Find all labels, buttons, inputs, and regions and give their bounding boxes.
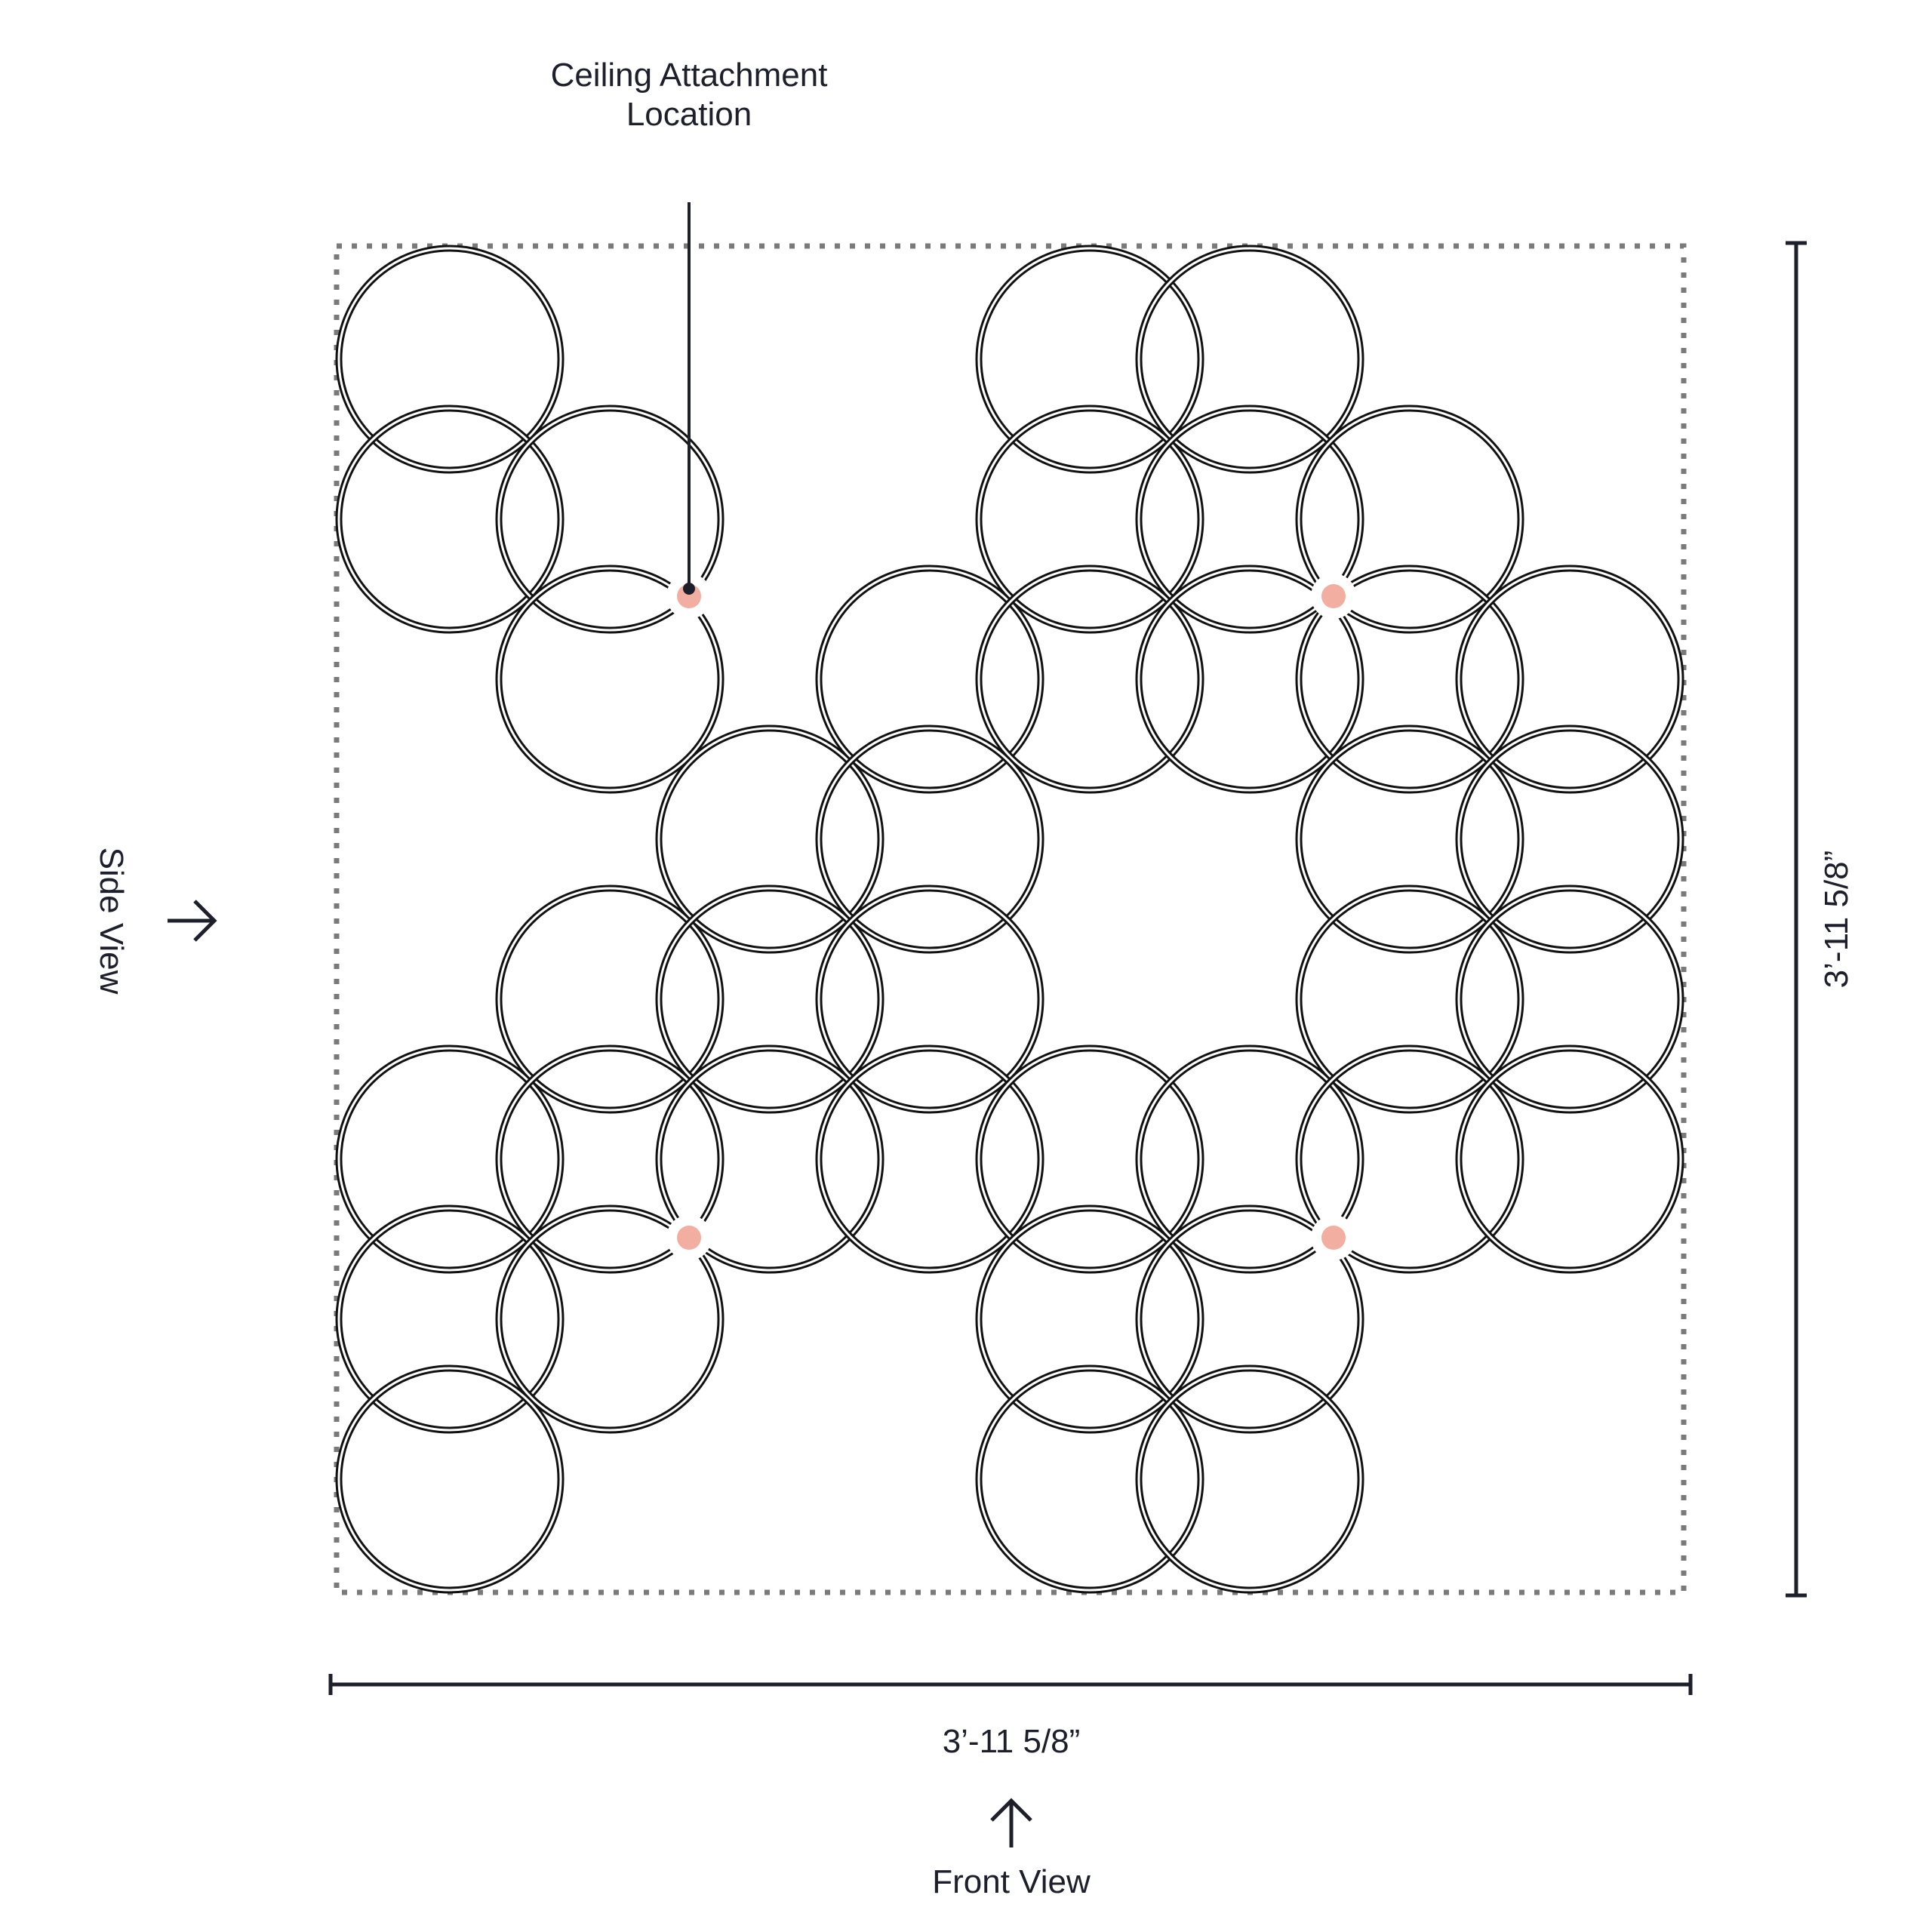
ring-highlight bbox=[977, 1047, 1202, 1272]
attachment-callout: Ceiling Attachment Location bbox=[551, 57, 828, 595]
width-dimension-label: 3’-11 5/8” bbox=[943, 1723, 1081, 1760]
ring-highlight bbox=[1137, 1047, 1362, 1272]
height-dimension: 3’-11 5/8” bbox=[1786, 241, 1855, 1598]
width-dimension: 3’-11 5/8” bbox=[328, 1674, 1693, 1760]
ring-highlight bbox=[657, 727, 882, 952]
ring-highlight bbox=[1297, 1047, 1522, 1272]
ring-highlight bbox=[337, 247, 562, 472]
ring-highlight bbox=[817, 567, 1042, 792]
ring-highlight bbox=[1137, 407, 1362, 632]
attachment-point bbox=[1321, 584, 1346, 608]
callout-label-line2: Location bbox=[626, 96, 752, 133]
ring-highlight bbox=[977, 1207, 1202, 1432]
front-view-label: Front View bbox=[932, 1863, 1091, 1900]
arrow-right-icon bbox=[168, 900, 217, 942]
front-view-indicator: Front View bbox=[932, 1798, 1091, 1900]
ring-highlight bbox=[1457, 727, 1682, 952]
ring-highlight bbox=[1457, 887, 1682, 1112]
ring-highlight bbox=[977, 1367, 1202, 1592]
side-view-indicator: Side View bbox=[93, 848, 217, 995]
ring-highlight bbox=[977, 567, 1202, 792]
ring-highlight bbox=[497, 1047, 722, 1272]
ring-highlight bbox=[817, 727, 1042, 952]
ring-highlight bbox=[497, 407, 722, 632]
attachment-point bbox=[677, 584, 701, 608]
callout-label-line1: Ceiling Attachment bbox=[551, 57, 828, 94]
callout-dot bbox=[683, 583, 695, 595]
arrow-up-icon bbox=[990, 1798, 1032, 1847]
ring-highlight bbox=[977, 407, 1202, 632]
ring-highlight bbox=[497, 887, 722, 1112]
ring-array bbox=[335, 245, 1684, 1594]
ring-highlight bbox=[1137, 1367, 1362, 1592]
ring-highlight bbox=[497, 567, 722, 792]
ring-highlight bbox=[337, 1047, 562, 1272]
ring-highlight bbox=[1297, 887, 1522, 1112]
ring-highlight bbox=[1137, 1207, 1362, 1432]
ring-highlight bbox=[1457, 1047, 1682, 1272]
ring-highlight bbox=[817, 1047, 1042, 1272]
ring-highlight bbox=[1137, 247, 1362, 472]
ring-highlight bbox=[657, 1047, 882, 1272]
ring-highlight bbox=[1137, 567, 1362, 792]
side-view-label: Side View bbox=[93, 848, 130, 995]
ring-highlight bbox=[1297, 567, 1522, 792]
attachment-point bbox=[1321, 1226, 1346, 1250]
attachment-point bbox=[677, 1226, 701, 1250]
ring-highlight bbox=[657, 887, 882, 1112]
panel-boundary bbox=[334, 243, 1687, 1595]
ring-highlight bbox=[1457, 567, 1682, 792]
ring-highlight bbox=[1297, 727, 1522, 952]
ring-highlight bbox=[337, 1367, 562, 1592]
attachment-points bbox=[666, 574, 1356, 1260]
ring-highlight bbox=[497, 1207, 722, 1432]
ring-highlight bbox=[817, 887, 1042, 1112]
ring-highlight bbox=[977, 247, 1202, 472]
ring-highlight bbox=[1297, 407, 1522, 632]
height-dimension-label: 3’-11 5/8” bbox=[1818, 851, 1855, 989]
ring-highlight bbox=[337, 1207, 562, 1432]
ring-highlight bbox=[337, 407, 562, 632]
